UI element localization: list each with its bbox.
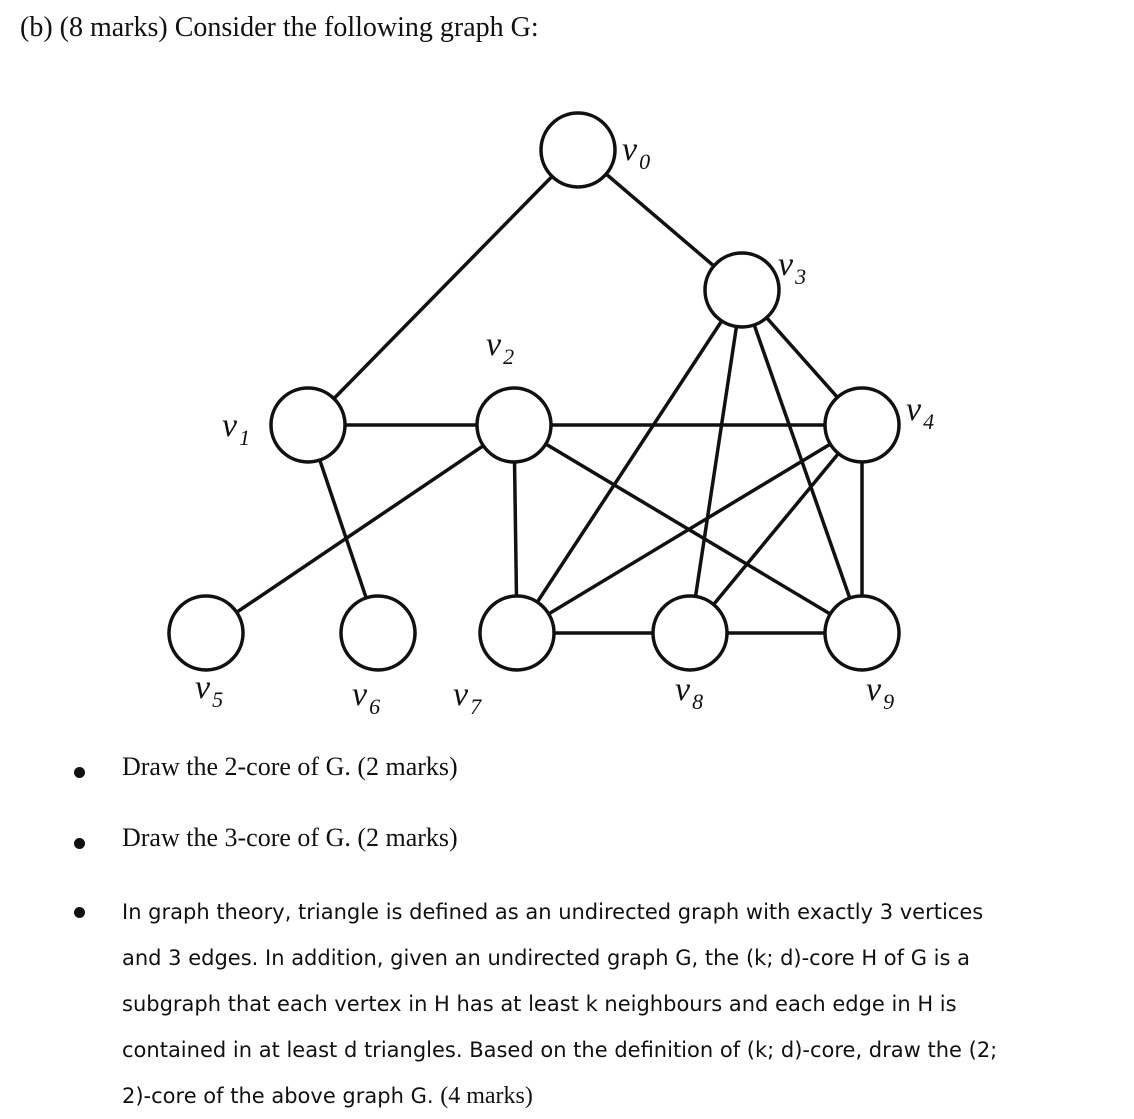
edge-v3-v8 (688, 289, 744, 634)
edge-v0-v1 (306, 148, 580, 427)
vertex-label-v9: v9 (866, 671, 894, 714)
vertex-label-v3: v3 (778, 246, 806, 289)
vertex-v5 (167, 594, 245, 672)
task-marks: (4 marks) (440, 1083, 533, 1109)
task-line-text: 2)-core of the above graph G. (122, 1084, 434, 1108)
task-paragraph: In graph theory, triangle is defined as … (122, 889, 997, 1119)
vertex-v8 (651, 594, 729, 672)
vertex-label-v0: v0 (622, 131, 650, 174)
task-line: subgraph that each vertex in H has at le… (122, 992, 957, 1016)
vertex-v1 (269, 386, 347, 464)
vertex-label-v6: v6 (352, 676, 380, 719)
task-line: In graph theory, triangle is defined as … (122, 900, 984, 924)
edge-v3-v7 (515, 289, 744, 634)
vertex-label-v8: v8 (675, 671, 703, 714)
task-line: 2)-core of the above graph G. (4 marks) (122, 1073, 997, 1119)
edge-v4-v8 (688, 423, 864, 635)
task-text: Draw the 3-core of G. (2 marks) (122, 823, 458, 852)
edge-v2-v5 (205, 423, 515, 635)
task-line: contained in at least d triangles. Based… (122, 1038, 998, 1062)
vertex-v7 (478, 594, 556, 672)
vertex-label-v4: v4 (906, 391, 934, 434)
vertex-v9 (823, 594, 901, 672)
graph-figure: v0 v1 v2 v3 v4 v5 v6 v7 v8 v9 (167, 111, 934, 719)
vertex-v4 (823, 386, 901, 464)
vertex-v0 (539, 111, 617, 189)
graph-labels: v0 v1 v2 v3 v4 v5 v6 v7 v8 v9 (195, 131, 934, 719)
vertex-v2 (475, 386, 553, 464)
vertex-label-v7: v7 (453, 676, 482, 719)
bullet-icon (74, 907, 85, 918)
task-line: and 3 edges. In addition, given an undir… (122, 946, 970, 970)
bullet-icon (74, 767, 85, 778)
vertex-label-v2: v2 (486, 326, 514, 369)
bullet-icon (74, 838, 85, 849)
question-heading: (b) (8 marks) Consider the following gra… (20, 12, 539, 43)
vertex-label-v1: v1 (222, 407, 250, 450)
graph-nodes (167, 111, 901, 672)
vertex-label-v5: v5 (195, 669, 223, 712)
task-text: Draw the 2-core of G. (2 marks) (122, 752, 458, 781)
edge-v4-v7 (516, 423, 863, 635)
vertex-v3 (703, 251, 781, 329)
vertex-v6 (339, 594, 417, 672)
